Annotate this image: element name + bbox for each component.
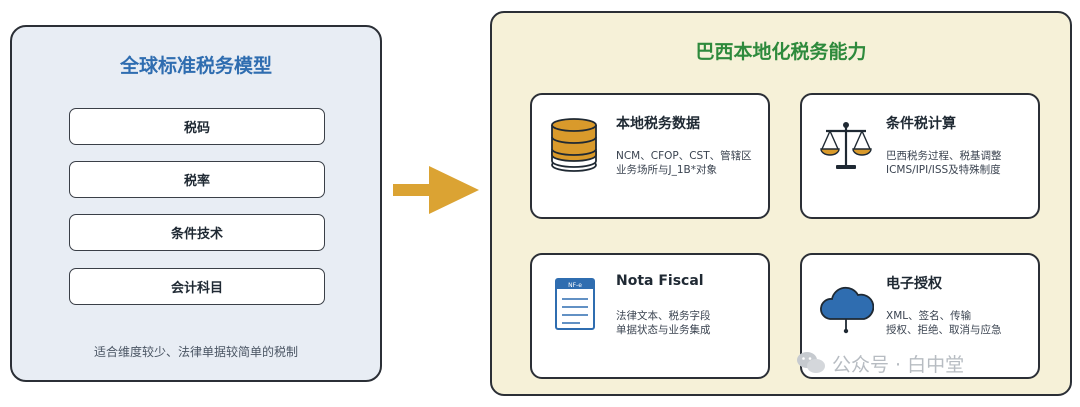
cloud-icon: [820, 286, 874, 334]
card-title: 条件税计算: [886, 116, 956, 132]
card-condition-tax-calc: 条件税计算 巴西税务过程、税基调整 ICMS/IPI/ISS及特殊制度: [800, 93, 1040, 219]
watermark: 公众号 · 白中堂: [796, 348, 964, 378]
item-gl-account: 会计科目: [69, 268, 325, 305]
wechat-icon: [797, 352, 825, 373]
card-line: 业务场所与J_1B*对象: [616, 164, 717, 176]
scale-icon: [820, 122, 872, 169]
brazil-localization-title: 巴西本地化税务能力: [695, 41, 867, 63]
card-line: 单据状态与业务集成: [616, 324, 711, 336]
database-icon: [551, 118, 597, 172]
card-description: XML、签名、传输 授权、拒绝、取消与应急: [886, 309, 1034, 337]
card-description: NCM、CFOP、CST、管辖区 业务场所与J_1B*对象: [616, 149, 764, 177]
item-tax-rate: 税率: [69, 161, 325, 198]
card-line: XML、签名、传输: [886, 310, 972, 322]
watermark-text: 公众号 · 白中堂: [832, 353, 965, 376]
card-title: 本地税务数据: [616, 116, 700, 132]
global-tax-model-title: 全球标准税务模型: [119, 55, 272, 77]
card-nota-fiscal: NF-e Nota Fiscal 法律文本、税务字段 单据状态与业务集成: [530, 253, 770, 379]
item-tax-code: 税码: [69, 108, 325, 145]
card-line: 巴西税务过程、税基调整: [886, 150, 1002, 162]
card-line: 法律文本、税务字段: [616, 310, 711, 322]
global-tax-model-panel: 全球标准税务模型 税码 税率 条件技术 会计科目 适合维度较少、法律单据较简单的…: [10, 25, 382, 382]
item-condition-technique: 条件技术: [69, 214, 325, 251]
card-line: 授权、拒绝、取消与应急: [886, 324, 1002, 336]
card-description: 法律文本、税务字段 单据状态与业务集成: [616, 309, 764, 337]
card-e-authorization: 电子授权 XML、签名、传输 授权、拒绝、取消与应急: [800, 253, 1040, 379]
card-description: 巴西税务过程、税基调整 ICMS/IPI/ISS及特殊制度: [886, 149, 1034, 177]
card-local-tax-data: 本地税务数据 NCM、CFOP、CST、管辖区 业务场所与J_1B*对象: [530, 93, 770, 219]
card-line: NCM、CFOP、CST、管辖区: [616, 150, 752, 162]
document-icon: NF-e: [555, 278, 595, 330]
card-line: ICMS/IPI/ISS及特殊制度: [886, 164, 1001, 176]
card-title: 电子授权: [886, 276, 942, 292]
global-model-caption: 适合维度较少、法律单据较简单的税制: [93, 345, 298, 359]
right-arrow-icon: [393, 166, 479, 214]
card-title: Nota Fiscal: [616, 273, 704, 289]
document-icon-label: NF-e: [568, 282, 582, 289]
brazil-localization-panel: 巴西本地化税务能力 本地税务数据 NCM、CFOP、CST、管辖区 业务场所与J…: [490, 11, 1072, 396]
